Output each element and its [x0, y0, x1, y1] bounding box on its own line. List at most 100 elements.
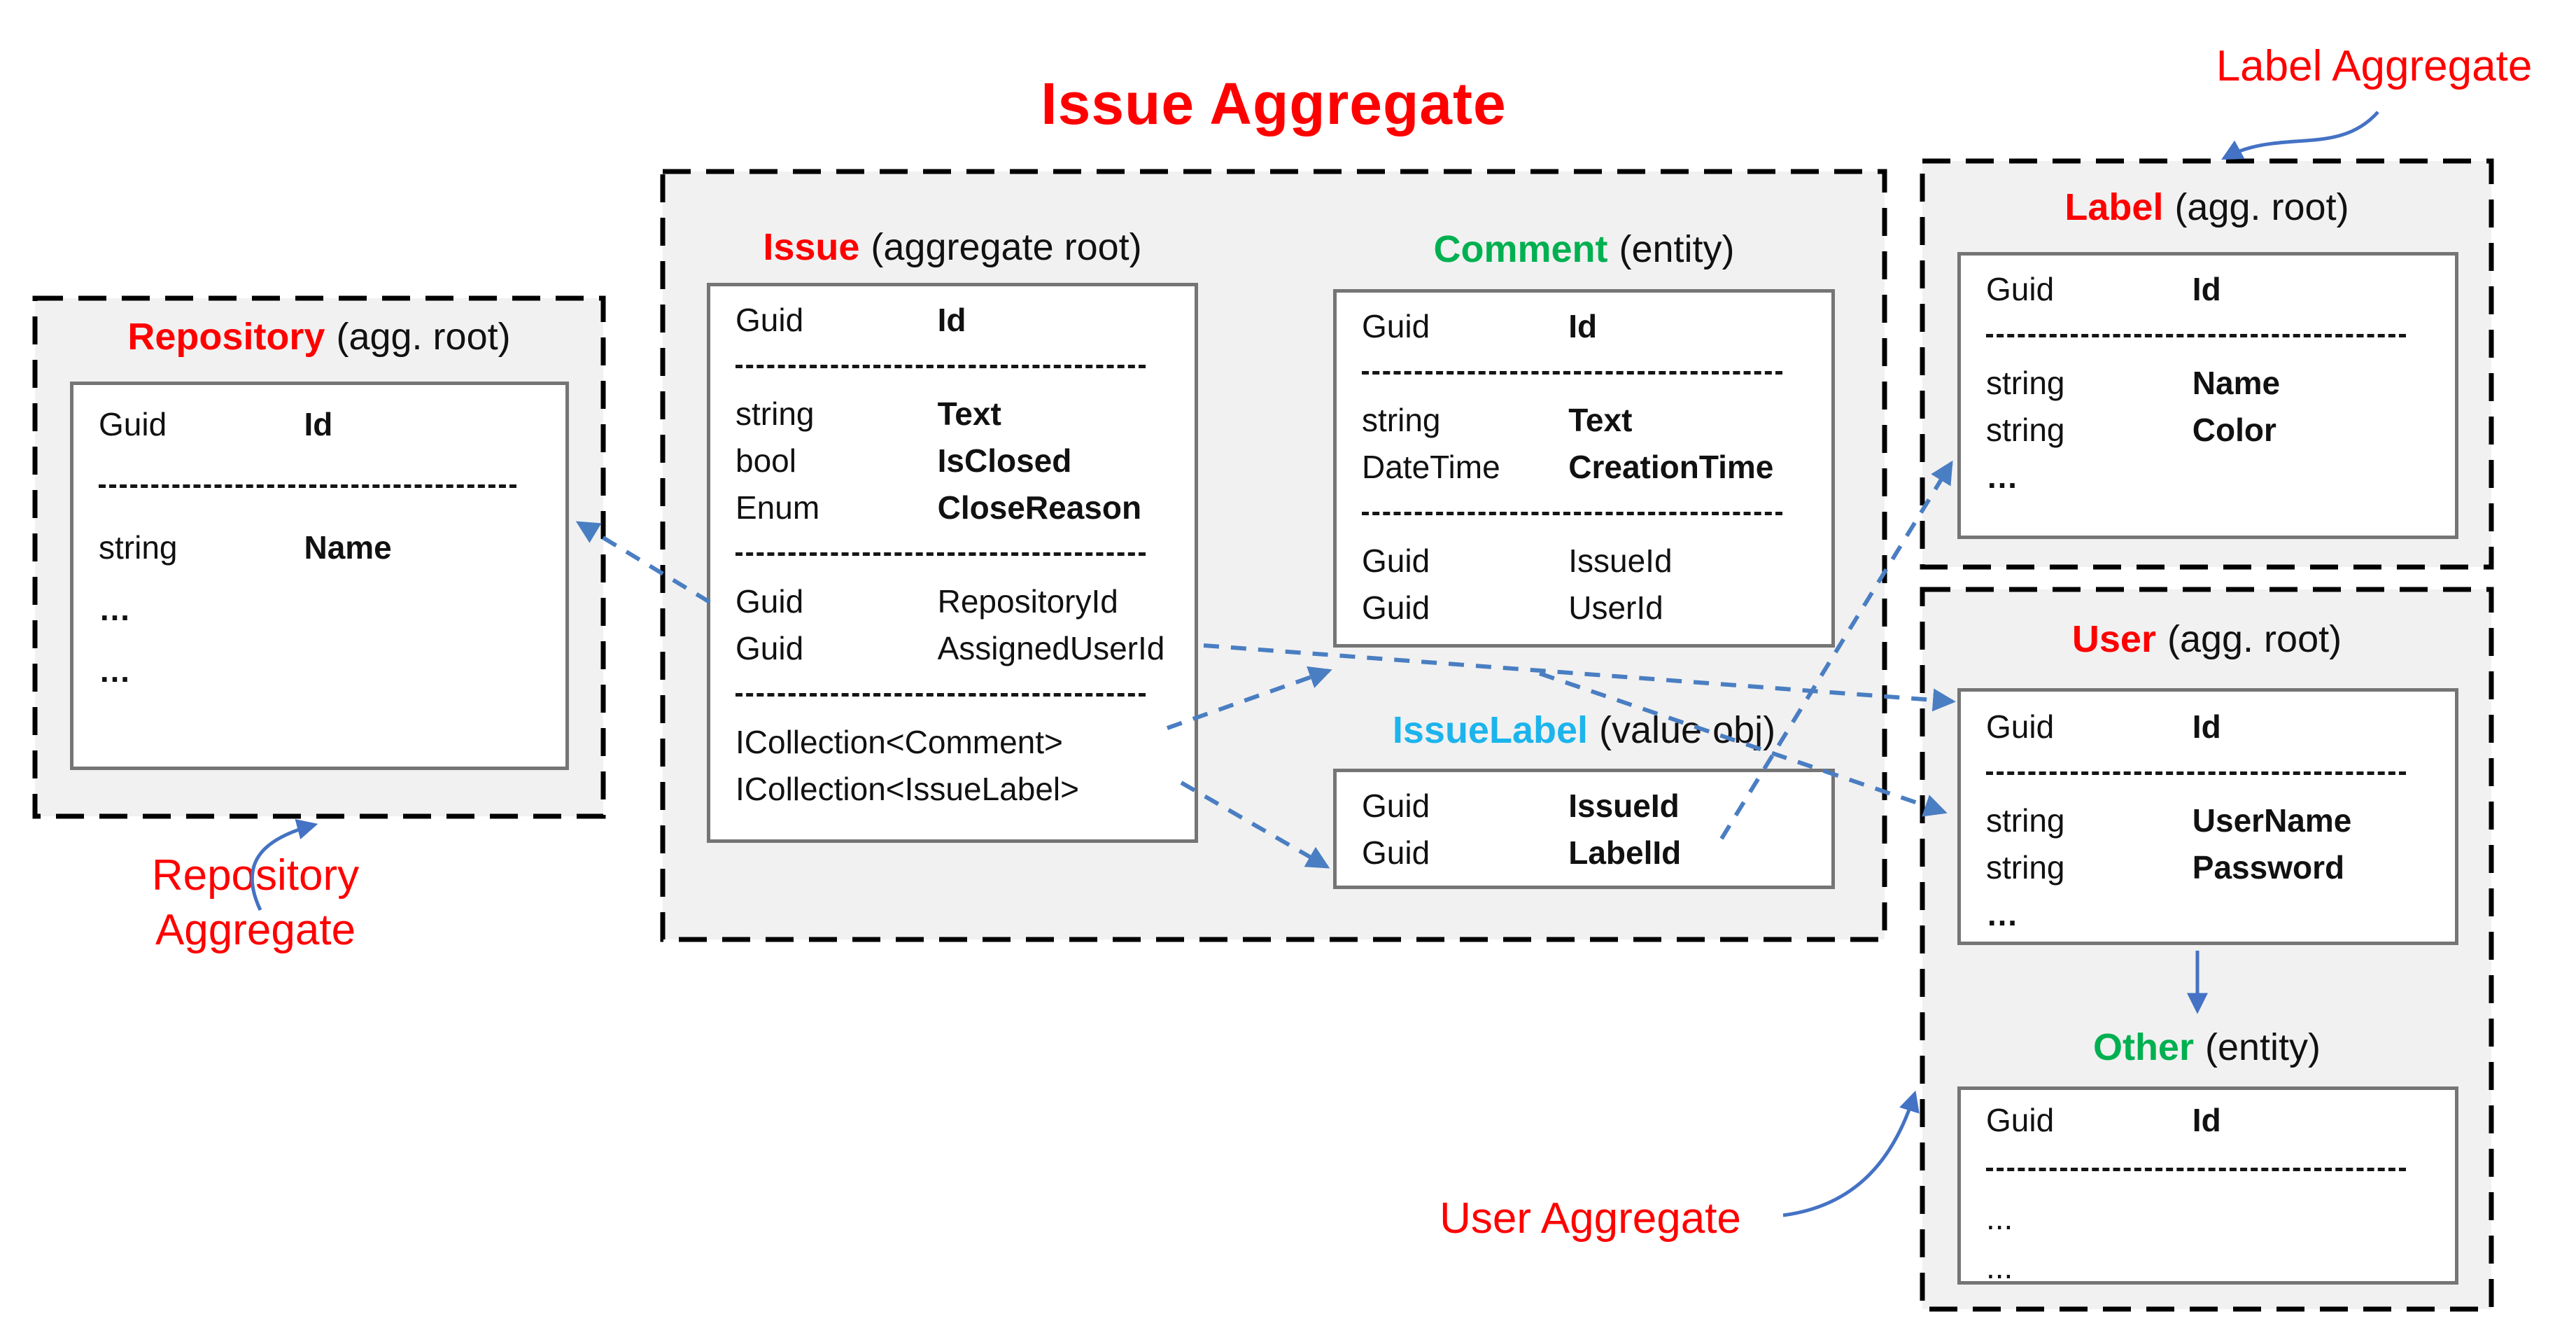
field-type: string: [736, 395, 815, 432]
field-name: Id: [937, 301, 966, 338]
field-separator: [1337, 349, 1831, 396]
label-entity-title: Label(agg. root): [1922, 186, 2491, 229]
field-name: Text: [937, 395, 1001, 432]
other-entity-kind: (entity): [2204, 1026, 2321, 1068]
issue-entity-title: Issue(aggregate root): [707, 225, 1198, 269]
label-aggregate-annotation: Label Aggregate: [2216, 42, 2533, 90]
field-type: string: [1986, 364, 2065, 401]
field-type: Guid: [1362, 307, 1430, 344]
field-name: CreationTime: [1568, 448, 1774, 485]
field-name: Id: [2192, 708, 2221, 745]
field-type: Guid: [736, 629, 804, 666]
field-name: Name: [2192, 364, 2281, 401]
user-entity-kind: (agg. root): [2167, 618, 2342, 660]
field-name: IssueId: [1568, 787, 1680, 824]
field-separator: [710, 531, 1195, 578]
other-entity-name: Other: [2092, 1026, 2194, 1068]
field-type: Enum: [736, 489, 820, 526]
field-name: RepositoryId: [937, 582, 1118, 620]
field-name: Password: [2192, 848, 2345, 886]
field-name: LabelId: [1568, 834, 1682, 871]
field-row: ...: [1961, 1243, 2455, 1292]
field-text: ...: [1986, 1249, 2013, 1285]
field-type: string: [1986, 802, 2065, 839]
field-type: bool: [736, 442, 796, 479]
field-row: string Text: [710, 390, 1195, 437]
field-type: Guid: [1362, 589, 1430, 626]
field-name: Id: [2192, 1102, 2221, 1138]
field-row: …: [1961, 890, 2455, 937]
field-name: AssignedUserId: [937, 629, 1165, 666]
issuelabel-entity-name: IssueLabel: [1392, 709, 1588, 751]
issuelabel-entity-title: IssueLabel (value obj): [1333, 708, 1835, 752]
field-text: …: [99, 591, 131, 627]
field-text: ICollection<Comment>: [736, 723, 1063, 760]
field-separator: [1961, 312, 2455, 359]
field-text: …: [1986, 458, 2018, 495]
field-name: Color: [2192, 411, 2276, 448]
field-row: Guid LabelId: [1337, 829, 1831, 876]
field-name: Id: [1568, 307, 1598, 344]
field-name: IsClosed: [937, 442, 1072, 479]
field-type: Guid: [1362, 834, 1430, 871]
field-separator: [710, 343, 1195, 390]
label-entity-kind: (agg. root): [2174, 186, 2349, 228]
repository-entity-name: Repository: [127, 316, 325, 358]
issue-entity-kind: (aggregate root): [871, 226, 1142, 268]
field-name: UserName: [2192, 802, 2352, 839]
comment-entity-title: Comment (entity): [1333, 228, 1835, 271]
field-row: DateTime CreationTime: [1337, 443, 1831, 490]
comment-entity-name: Comment: [1433, 228, 1608, 270]
field-name: IssueId: [1568, 542, 1673, 579]
field-type: string: [1986, 411, 2065, 448]
field-separator: [73, 455, 565, 517]
label-entity-name: Label: [2064, 186, 2164, 228]
user-entity-title: User (agg. root): [1922, 617, 2491, 661]
field-type: Guid: [1986, 270, 2055, 307]
field-row: string Name: [1961, 359, 2455, 406]
field-row: …: [73, 578, 565, 640]
field-text: ICollection<IssueLabel>: [736, 770, 1079, 807]
field-type: Guid: [99, 406, 167, 442]
field-type: Guid: [736, 301, 804, 338]
field-row: Guid AssignedUserId: [710, 624, 1195, 671]
field-row: …: [1961, 453, 2455, 500]
field-row: ICollection<IssueLabel>: [710, 765, 1195, 812]
field-separator: [710, 671, 1195, 718]
field-type: Guid: [1986, 708, 2055, 745]
field-row: …: [73, 640, 565, 701]
comment-entity-kind: (entity): [1619, 228, 1735, 270]
field-separator: [1961, 1145, 2455, 1194]
field-text: ...: [1986, 1200, 2013, 1236]
field-name: Text: [1568, 401, 1633, 438]
field-row: string Color: [1961, 406, 2455, 453]
diagram-title: Issue Aggregate: [1041, 71, 1507, 137]
issuelabel-entity-kind: (value obj): [1599, 709, 1776, 751]
field-row: bool IsClosed: [710, 437, 1195, 484]
repository-entity-title: Repository(agg. root): [35, 315, 603, 358]
field-text: …: [1986, 895, 2018, 932]
field-type: string: [1362, 401, 1441, 438]
field-type: string: [99, 529, 178, 566]
field-type: Guid: [1362, 787, 1430, 824]
field-separator: [1337, 490, 1831, 537]
field-row: string UserName: [1961, 797, 2455, 844]
field-row: Guid IssueId: [1337, 782, 1831, 829]
field-type: DateTime: [1362, 448, 1500, 485]
field-text: …: [99, 652, 131, 689]
user-entity-name: User: [2071, 618, 2156, 660]
